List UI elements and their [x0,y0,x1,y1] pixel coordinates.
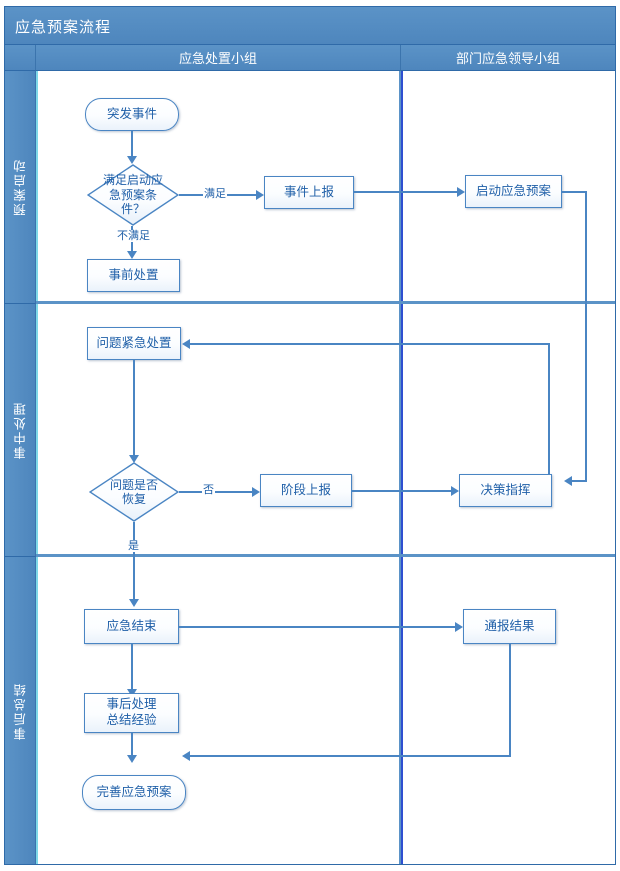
lane-label-after-text: 事后总结 [13,681,28,740]
decision-diamond-shape-recovered [89,462,179,522]
lane-label-startup-text: 预案启动 [13,158,28,216]
arrowhead-summary-to-improve [127,755,137,763]
edge-activate-down-continued [585,304,587,481]
lane-column-divider-during [401,304,403,554]
edge-end-to-summary [131,644,133,694]
column-header-team[interactable]: 应急处置小组 [36,45,401,71]
edge-urgent-to-recovered [133,360,135,457]
edge-activate-into-command [571,480,587,482]
arrowhead-condition-to-pre [127,251,137,259]
edge-label-not-satisfy: 不满足 [116,230,151,243]
lane-accent-after [36,557,38,864]
node-command[interactable]: 决策指挥 [459,474,552,507]
edge-report-to-activate [354,191,459,193]
arrowhead-activate-to-command [564,476,572,486]
node-post-summary[interactable]: 事后处理 总结经验 [84,693,179,733]
lane-body-startup: 突发事件 满足启动应 急预案条 件？ 满足 事件上报 启动应急预案 [36,71,615,304]
lane-column-divider-startup [401,71,403,301]
lane-label-during[interactable]: 事中处理 [5,304,36,557]
lane-column-divider-after-outer [399,557,401,864]
lane-accent-startup [36,71,38,301]
arrowhead-stage-to-command [451,486,459,496]
diagram-title: 应急预案流程 [15,19,112,36]
edge-command-to-urgent [190,343,550,345]
arrowhead-incident-to-condition [127,156,137,164]
column-header-corner [5,45,36,71]
edge-end-to-notify [179,626,457,628]
lane-label-during-text: 事中处理 [13,401,28,459]
edge-command-up [548,343,550,474]
edge-summary-to-improve [131,733,133,759]
lane-column-divider-startup-outer [399,71,401,301]
arrowhead-command-to-urgent [182,339,190,349]
arrowhead-condition-to-report [256,190,264,200]
node-report[interactable]: 事件上报 [264,176,354,209]
edge-notify-down [509,644,511,757]
edge-notify-to-improve [190,755,511,757]
arrowhead-urgent-to-recovered [129,455,139,463]
lane-label-startup[interactable]: 预案启动 [5,71,36,304]
lane-column-divider-after [401,557,403,864]
edge-recovered-to-stage [179,491,254,493]
lane-accent-during [36,304,38,554]
node-condition-label: 满足启动应 急预案条 件？ [102,173,163,217]
column-header-leaders[interactable]: 部门应急领导小组 [401,45,615,71]
lane-body-after: 应急结束 通报结果 事后处理 总结经验 完善应急预案 [36,557,615,864]
edge-yes-into-end [133,557,135,602]
node-recovered-label: 问题是否 恢复 [109,477,158,506]
node-condition[interactable]: 满足启动应 急预案条 件？ [87,164,179,226]
edge-incident-to-condition [131,131,133,158]
node-urgent-handle[interactable]: 问题紧急处置 [87,327,181,360]
decision-diamond-shape [87,164,179,226]
edge-label-no: 否 [202,484,215,497]
lane-label-after[interactable]: 事后总结 [5,557,36,864]
edge-label-satisfy: 满足 [203,188,227,201]
arrowhead-report-to-activate [457,187,465,197]
edge-activate-right-stub [562,191,587,193]
arrowhead-yes-to-end [129,599,139,607]
arrowhead-recovered-to-stage [252,487,260,497]
node-emergency-end[interactable]: 应急结束 [84,609,179,644]
node-recovered[interactable]: 问题是否 恢复 [89,462,179,522]
arrowhead-notify-to-improve [182,751,190,761]
node-pre-handle[interactable]: 事前处置 [87,259,180,292]
lane-body-during: 问题紧急处置 问题是否 恢复 否 阶段上报 [36,304,615,558]
diagram-title-bar: 应急预案流程 [5,7,615,45]
arrowhead-end-to-notify [455,622,463,632]
node-stage-report[interactable]: 阶段上报 [260,474,352,507]
lane-column-divider-during-outer [399,304,401,554]
node-improve-plan[interactable]: 完善应急预案 [82,775,186,810]
node-activate[interactable]: 启动应急预案 [465,175,562,208]
edge-activate-down [585,191,587,304]
node-notify-result[interactable]: 通报结果 [463,609,556,644]
edge-label-yes: 是 [127,540,140,553]
node-incident[interactable]: 突发事件 [85,98,179,131]
edge-stage-to-command [352,490,453,492]
